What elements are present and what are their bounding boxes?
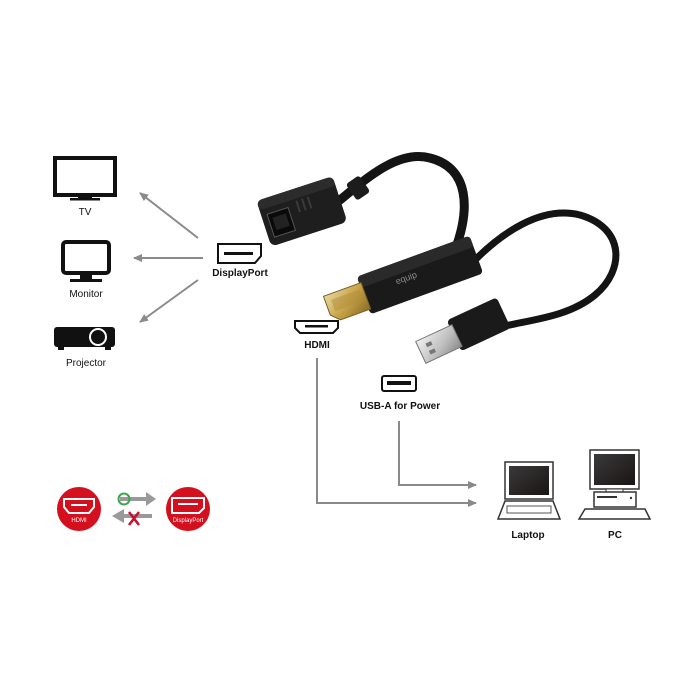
direction-badge xyxy=(57,487,210,531)
label-displayport: DisplayPort xyxy=(212,268,268,279)
output-arrows xyxy=(133,192,203,323)
label-pc: PC xyxy=(608,530,622,541)
label-hdmi: HDMI xyxy=(304,340,330,351)
input-arrows xyxy=(316,358,477,507)
pc-icon xyxy=(577,449,652,520)
label-projector: Projector xyxy=(65,358,106,369)
ok-circle-icon xyxy=(117,492,131,506)
label-usb-power: USB-A for Power xyxy=(359,401,441,412)
displayport-port-icon xyxy=(217,243,262,264)
adapter-image: equip xyxy=(257,152,620,364)
usb-port-icon xyxy=(381,375,417,392)
tv-icon xyxy=(53,156,117,201)
monitor-icon xyxy=(61,240,111,282)
badge-label-displayport: DisplayPort xyxy=(172,518,204,524)
badge-label-hdmi: HDMI xyxy=(71,518,87,524)
label-laptop: Laptop xyxy=(511,530,545,541)
not-supported-x-icon xyxy=(128,511,140,526)
laptop-icon xyxy=(496,461,562,520)
label-monitor: Monitor xyxy=(69,289,103,300)
projector-icon xyxy=(54,327,115,350)
label-tv: TV xyxy=(78,207,92,218)
hdmi-port-icon xyxy=(294,320,339,334)
